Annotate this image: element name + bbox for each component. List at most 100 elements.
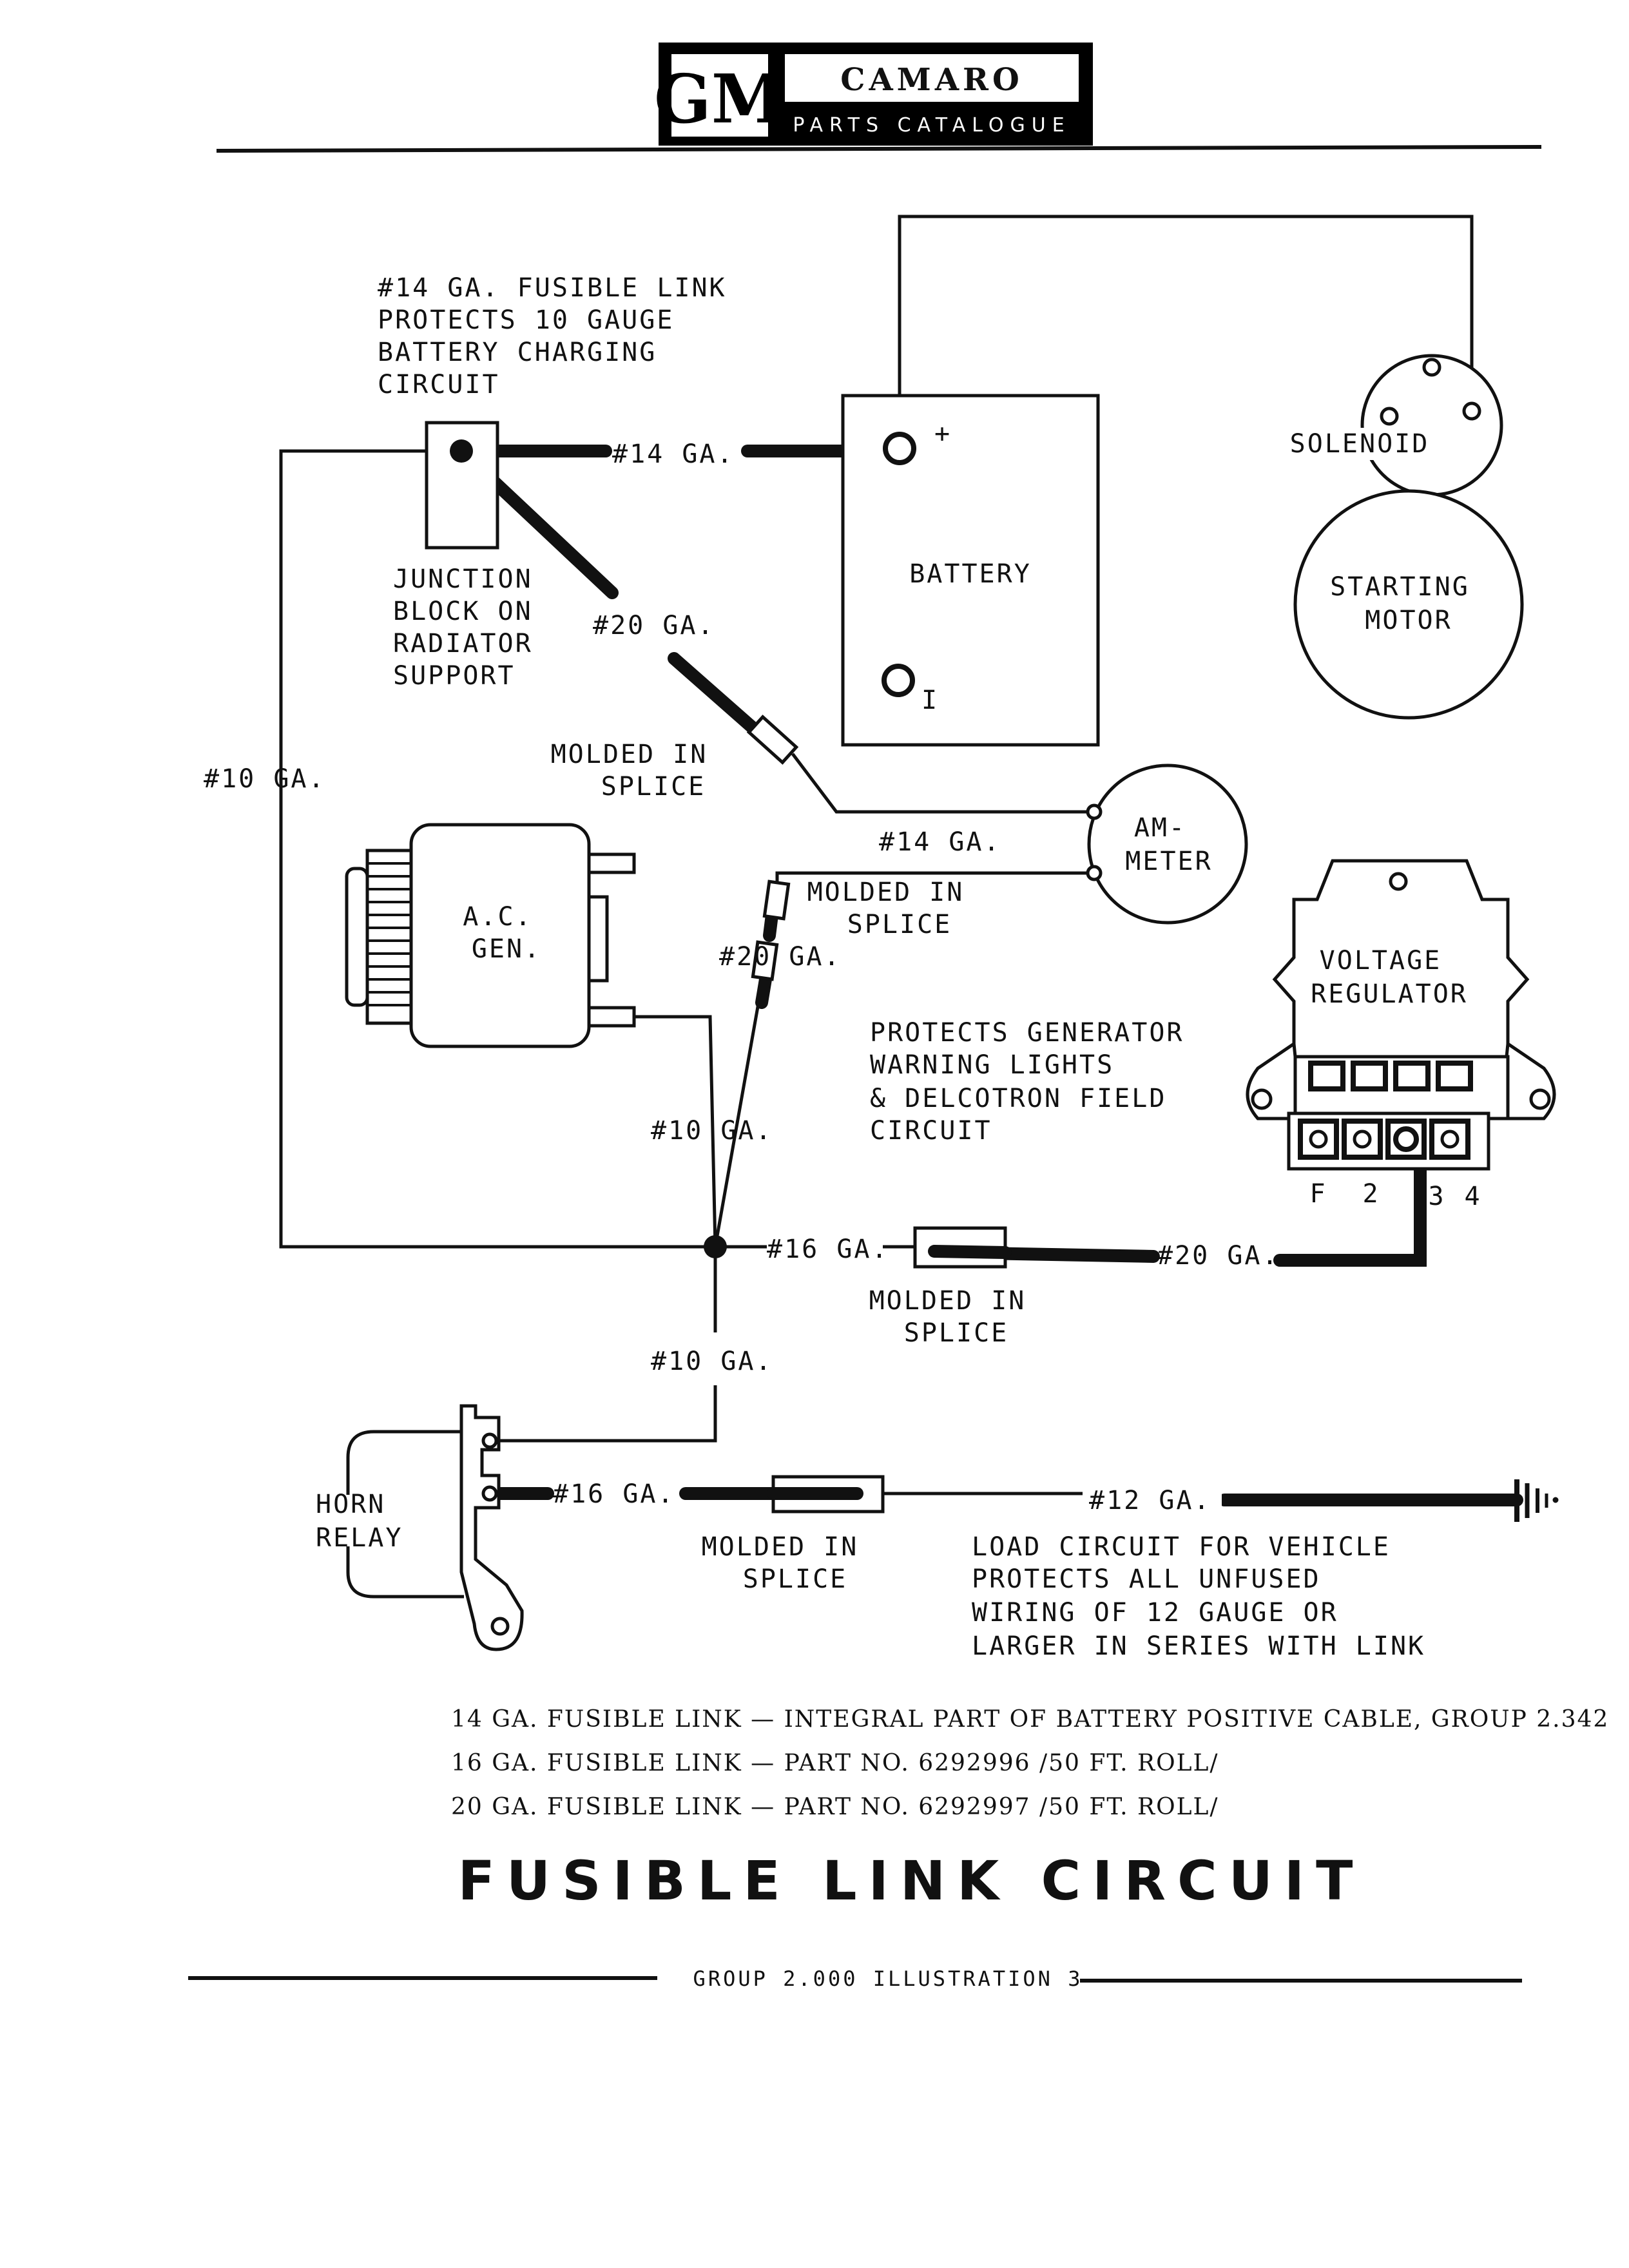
horn-relay-terminal-top	[481, 1432, 498, 1449]
solenoid-label: SOLENOID	[1290, 429, 1430, 459]
splices	[746, 715, 1012, 1514]
wire-10-lower-label-bg	[644, 1334, 786, 1383]
starting-motor-label: STARTING MOTOR	[1330, 572, 1487, 635]
ammeter-label: AM- METER	[1125, 813, 1212, 876]
header: GM CAMARO PARTS CATALOGUE	[216, 43, 1542, 153]
link-20-splice	[668, 652, 767, 741]
battery-negative-post	[882, 664, 915, 697]
voltage-regulator-label: VOLTAGE REGULATOR	[1311, 946, 1468, 1009]
ac-gen-terminal-top	[587, 852, 636, 874]
gm-logo: GM	[654, 59, 786, 139]
main-junction	[704, 1235, 727, 1258]
terminal-3-label: 3	[1428, 1182, 1445, 1211]
ac-generator	[345, 823, 636, 1048]
ammeter-terminal-bottom	[1086, 865, 1103, 881]
ac-gen-pulley	[365, 849, 413, 1025]
wire-10-left-label: #10 GA.	[204, 764, 326, 794]
wire-20-right-label: #20 GA.	[1157, 1241, 1280, 1271]
junction-block-label: JUNCTION BLOCK ON RADIATOR SUPPORT	[393, 564, 550, 691]
regulator-mount-hole-right	[1529, 1088, 1551, 1110]
voltage-regulator	[1246, 859, 1556, 1171]
ground-icon	[1514, 1479, 1559, 1522]
battery: + I BATTERY	[841, 394, 1100, 747]
load-circuit-note: LOAD CIRCUIT FOR VEHICLE PROTECTS ALL UN…	[972, 1532, 1425, 1661]
horn-relay	[346, 1404, 524, 1651]
battery-label: BATTERY	[909, 559, 1032, 589]
header-rule	[216, 145, 1542, 153]
regulator-slot-4	[1436, 1061, 1473, 1091]
terminal-4-label: 4	[1464, 1182, 1481, 1211]
ac-gen-terminal-bottom	[587, 1006, 636, 1028]
wire-10-lower-label: #10 GA.	[651, 1347, 773, 1376]
starter	[1276, 354, 1524, 720]
page-title: FUSIBLE LINK CIRCUIT	[458, 1849, 1365, 1912]
link-20-mid-b	[755, 973, 772, 1009]
footer-label: GROUP 2.000 ILLUSTRATION 3	[693, 1966, 1083, 1991]
wire-battery-solenoid	[898, 215, 1474, 448]
regulator-slot-3	[1393, 1061, 1431, 1091]
footer: GROUP 2.000 ILLUSTRATION 3	[188, 1966, 1522, 1991]
part-notes: 14 GA. FUSIBLE LINK — INTEGRAL PART OF B…	[451, 1706, 1609, 1820]
regulator-slot-1	[1308, 1061, 1345, 1091]
note-16-ga: 16 GA. FUSIBLE LINK — PART NO. 6292996 /…	[451, 1750, 1219, 1776]
molded-splice-2b	[751, 940, 779, 981]
terminal-f-label: F	[1309, 1179, 1327, 1209]
molded-splice-1	[746, 715, 799, 765]
wire-10-left	[279, 449, 715, 1249]
solenoid-terminal-left	[1380, 407, 1399, 426]
header-title-box	[785, 54, 1079, 102]
wire-14-battery-label: #14 GA.	[612, 439, 735, 469]
molded-splice-3-core	[928, 1245, 1012, 1259]
battery-minus-label: I	[921, 686, 939, 715]
horn-relay-terminal-mid	[481, 1485, 498, 1502]
molded-splice-3-label: MOLDED IN SPLICE	[869, 1286, 1044, 1348]
battery-positive-post	[883, 432, 916, 465]
solenoid-terminal-top	[1422, 358, 1441, 377]
regulator-pin-3	[1385, 1119, 1427, 1160]
molded-splice-4-label: MOLDED IN SPLICE	[702, 1532, 876, 1594]
note-14-ga: 14 GA. FUSIBLE LINK — INTEGRAL PART OF B…	[451, 1706, 1609, 1733]
ammeter-terminal-top	[1086, 803, 1103, 820]
regulator-terminal-labels: F 2 3 4	[1309, 1179, 1481, 1211]
ac-gen-side-plate	[587, 895, 609, 983]
link-20-regulator	[1273, 1133, 1427, 1267]
wire-10-generator	[633, 1015, 717, 1247]
horn-relay-housing	[346, 1430, 464, 1599]
regulator-pin-f	[1298, 1119, 1339, 1160]
wire-14-ammeter-label: #14 GA.	[879, 827, 1001, 857]
gm-logo-box	[671, 54, 768, 137]
wire-20-mid-label: #20 GA.	[719, 942, 842, 972]
solenoid-label-bg	[1276, 428, 1428, 460]
wire-16-mid-label: #16 GA.	[767, 1235, 889, 1264]
regulator-screw	[1389, 872, 1408, 891]
note-20-ga: 20 GA. FUSIBLE LINK — PART NO. 6292997 /…	[451, 1794, 1219, 1820]
molded-splice-2	[762, 879, 791, 921]
junction-block-stud	[450, 439, 473, 463]
battery-plus-label: +	[934, 419, 952, 448]
ac-gen-label: A.C. GEN.	[463, 902, 550, 964]
regulator-slot-2	[1351, 1061, 1388, 1091]
wire-10-horn	[500, 1385, 717, 1443]
wire-20-top-label: #20 GA.	[593, 611, 715, 640]
junction-block	[425, 421, 499, 550]
wire-10-mid	[713, 992, 762, 1247]
molded-splice-2-label: MOLDED IN SPLICE	[807, 878, 982, 939]
ac-gen-fins	[367, 862, 411, 1006]
horn-relay-mount-hole	[490, 1617, 510, 1636]
terminal-2-label: 2	[1362, 1179, 1380, 1209]
regulator-pin-2	[1342, 1119, 1383, 1160]
regulator-pin-4	[1429, 1119, 1470, 1160]
wire-10-mid-label: #10 GA.	[651, 1116, 773, 1146]
wire-12-label: #12 GA.	[1089, 1486, 1211, 1515]
ammeter	[1086, 764, 1248, 925]
wire-12-label-bg	[1083, 1479, 1222, 1515]
generator-note: PROTECTS GENERATOR WARNING LIGHTS & DELC…	[870, 1018, 1202, 1146]
regulator-mount-left	[1246, 1041, 1297, 1120]
fusible-link-note: #14 GA. FUSIBLE LINK PROTECTS 10 GAUGE B…	[378, 273, 744, 399]
starting-motor-body	[1293, 489, 1524, 720]
ac-gen-pulley-face	[345, 867, 369, 1007]
solenoid-terminal-right	[1462, 401, 1481, 421]
horn-relay-bracket	[459, 1404, 524, 1651]
regulator-mount-hole-left	[1251, 1088, 1273, 1110]
